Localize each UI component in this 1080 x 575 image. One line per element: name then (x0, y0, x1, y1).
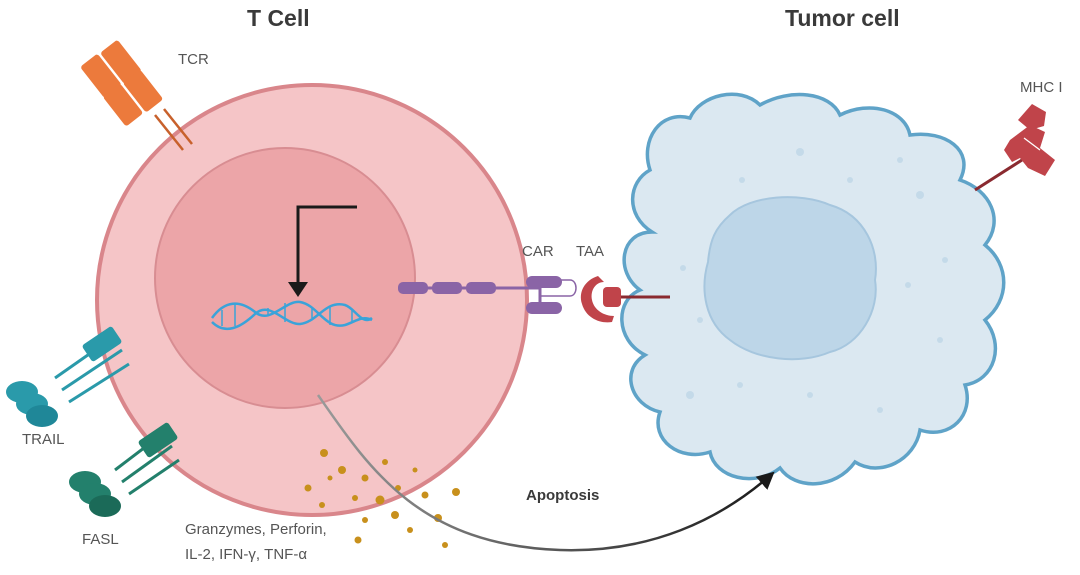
tcr-receptor (81, 40, 193, 151)
trail-label: TRAIL (22, 431, 65, 448)
t-cell-nucleus (154, 147, 416, 409)
car-receptor (398, 276, 577, 314)
fasl-ligand (69, 422, 180, 517)
tcr-label: TCR (178, 51, 209, 68)
apoptosis-arrow (316, 394, 775, 552)
tumor-cell-nucleus (703, 196, 877, 361)
trail-ligand (6, 326, 130, 427)
taa-antigen (580, 276, 670, 323)
taa-label: TAA (576, 243, 605, 260)
secreted-factors-line2: IL-2, IFN-γ, TNF-α (185, 546, 307, 563)
secreted-factors-line1: Granzymes, Perforin, (185, 521, 327, 538)
fasl-label: FASL (82, 531, 119, 548)
mhc-i-receptor (974, 104, 1055, 192)
transcription-arrow-icon (288, 205, 357, 297)
mhc-i-label: MHC I (1020, 79, 1063, 96)
t-cell (95, 83, 529, 517)
t-cell-title: T Cell (247, 5, 310, 31)
car-label: CAR (522, 243, 554, 260)
tumor-cytoplasm-dots (680, 148, 948, 413)
tumor-cell-title: Tumor cell (785, 5, 900, 31)
apoptosis-label: Apoptosis (526, 487, 600, 504)
dna-helix-icon (210, 300, 373, 331)
tumor-cell (620, 92, 1006, 486)
